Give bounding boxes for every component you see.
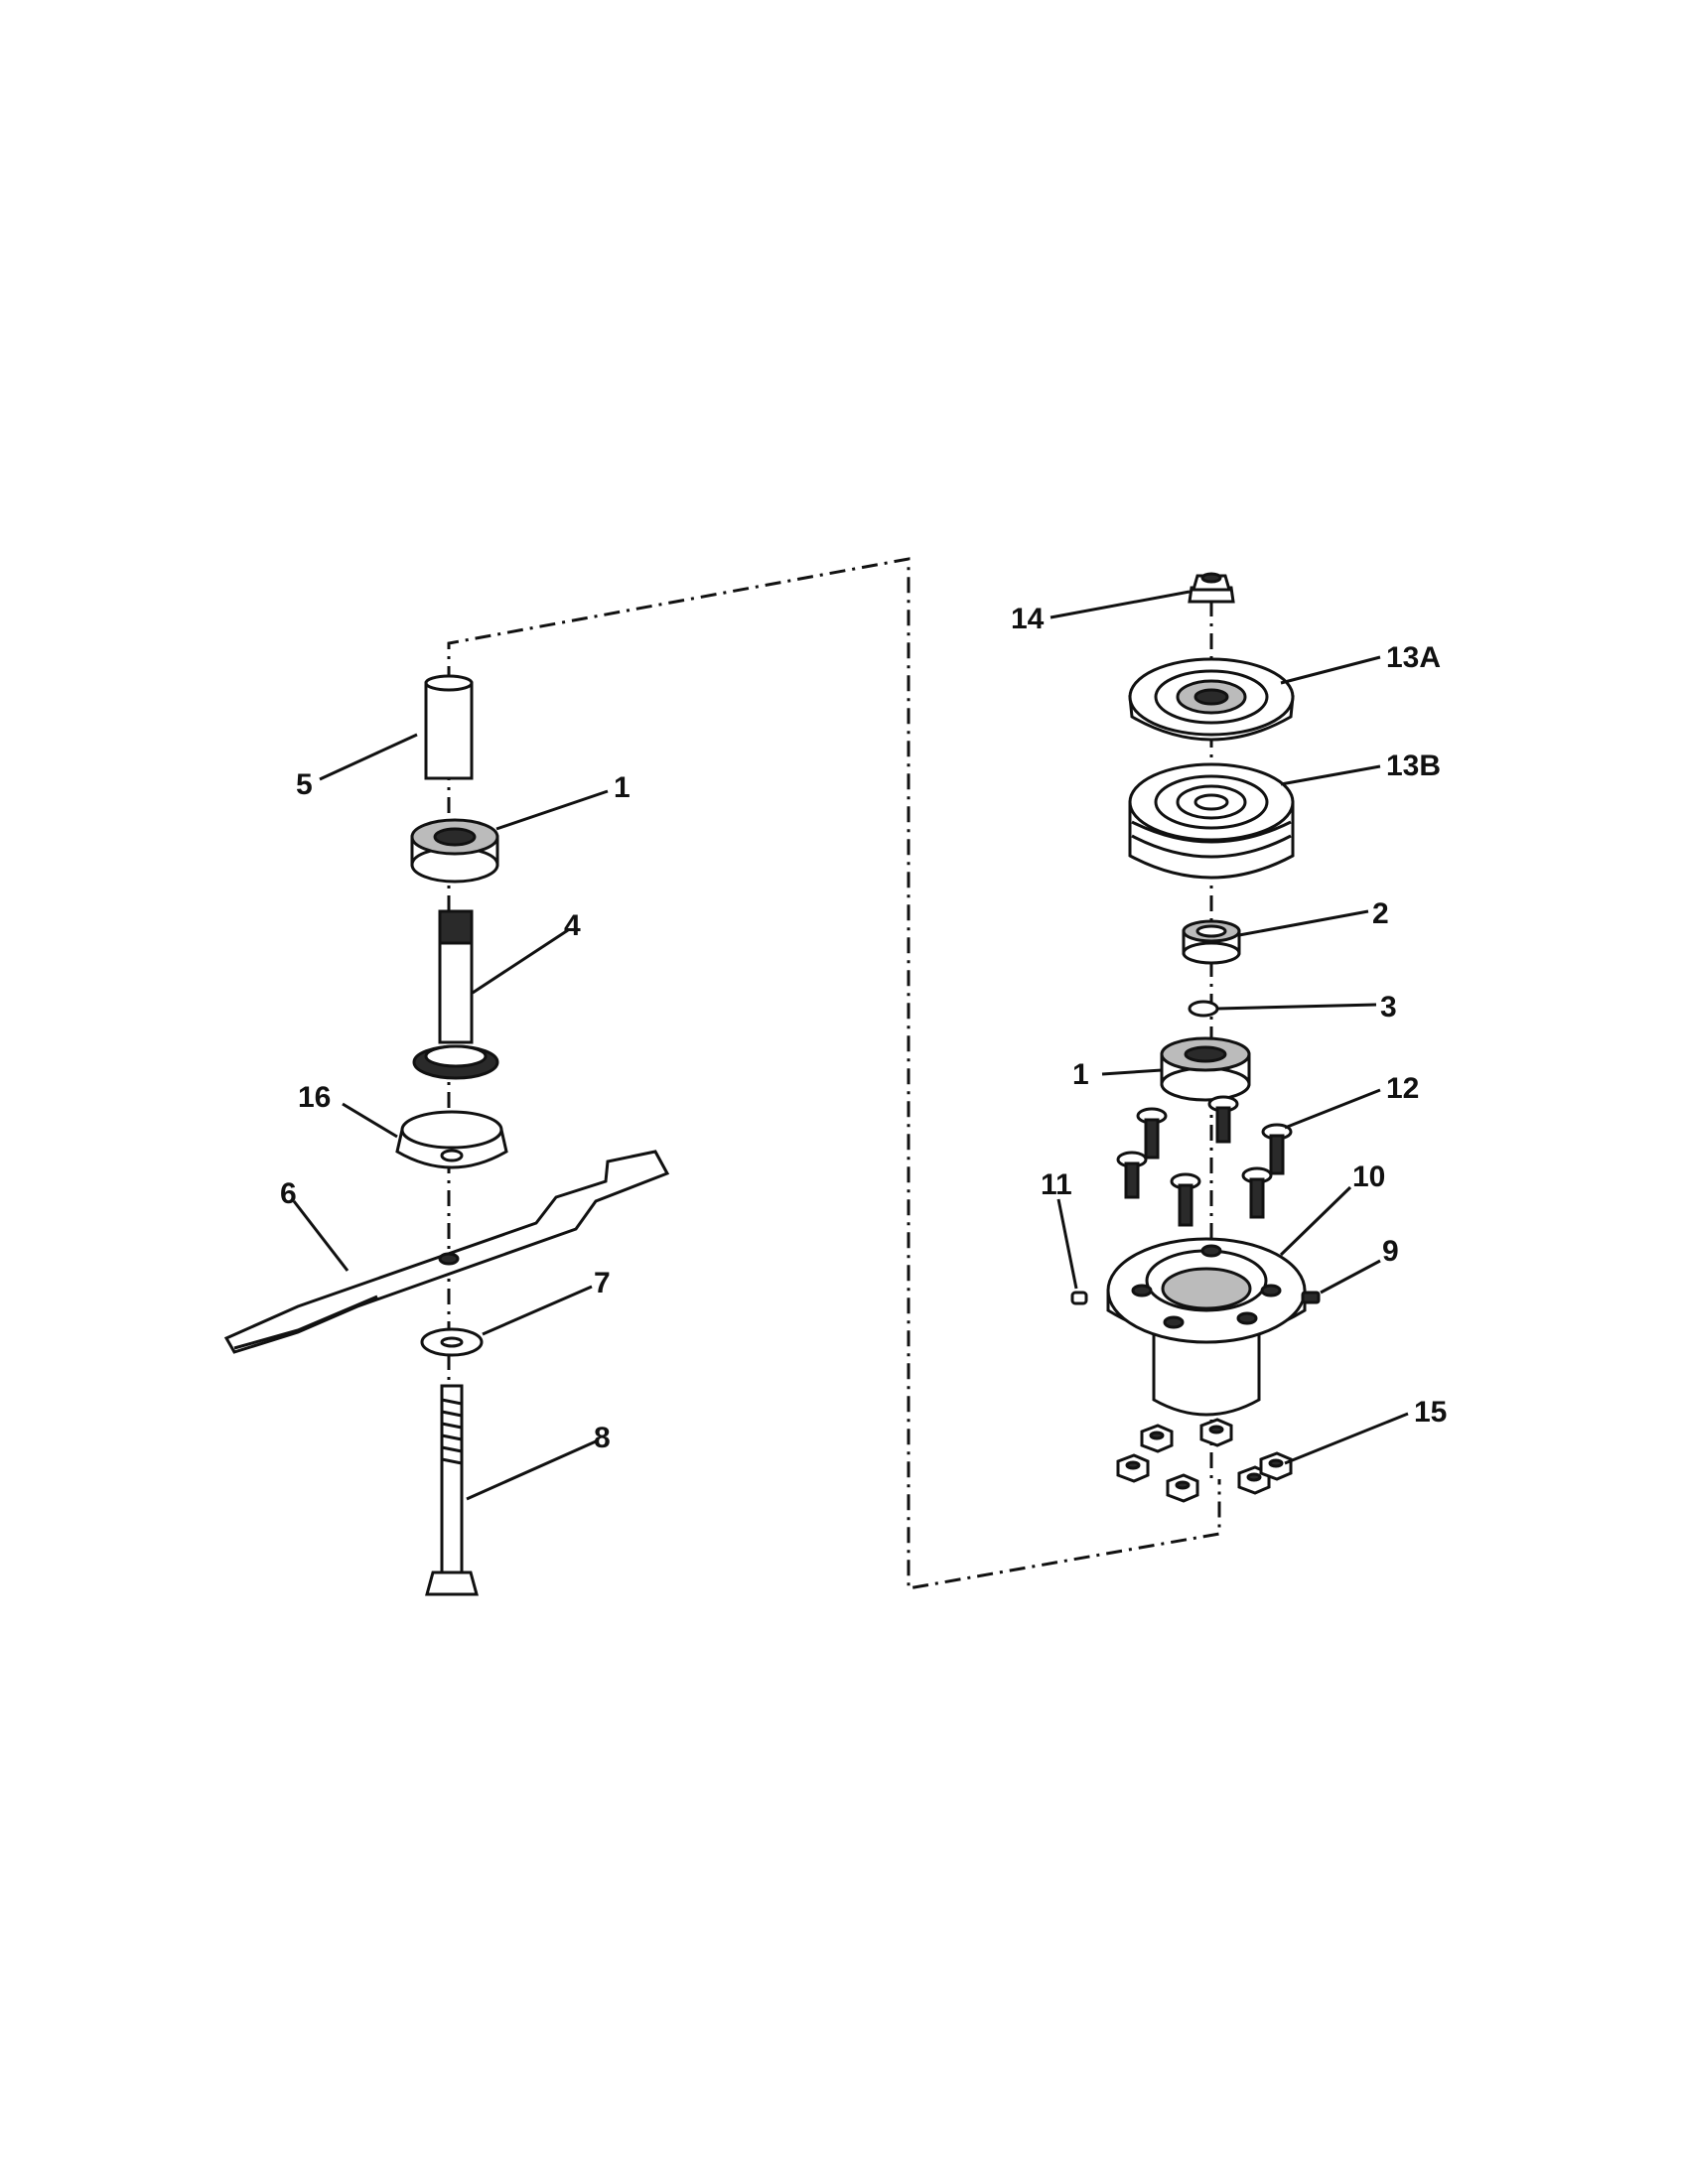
retaining-ring-part xyxy=(1188,1000,1219,1018)
callout-6: 6 xyxy=(280,1177,297,1210)
callout-labels: 14 13A 13B 5 1 2 4 3 1 16 12 6 11 10 9 7… xyxy=(280,603,1447,1454)
callout-2: 2 xyxy=(1372,897,1389,930)
callout-13a: 13A xyxy=(1386,641,1441,674)
set-screw-part xyxy=(1301,1291,1321,1304)
callout-11: 11 xyxy=(1041,1168,1072,1201)
callout-13b: 13B xyxy=(1386,750,1441,782)
spindle-shaft-part xyxy=(412,909,499,1080)
cup-washer-part xyxy=(395,1110,508,1169)
callout-12: 12 xyxy=(1386,1072,1419,1105)
callout-8: 8 xyxy=(594,1422,611,1454)
callout-15: 15 xyxy=(1414,1396,1447,1429)
callout-5: 5 xyxy=(296,768,313,801)
spacer-part xyxy=(1182,919,1241,965)
assembly-link-line xyxy=(447,557,1221,1590)
blade-bolt-part xyxy=(425,1384,479,1596)
carriage-bolts-part xyxy=(1116,1095,1293,1227)
callout-10: 10 xyxy=(1352,1160,1385,1193)
callout-4: 4 xyxy=(564,909,581,942)
callout-7: 7 xyxy=(594,1267,611,1299)
grease-fitting-part xyxy=(1070,1291,1088,1305)
callout-14: 14 xyxy=(1011,603,1045,635)
spindle-housing-part xyxy=(1106,1237,1307,1417)
flat-washer-part xyxy=(420,1327,484,1357)
bearing-part-right xyxy=(1160,1036,1251,1102)
callout-9: 9 xyxy=(1382,1235,1399,1268)
flange-nut-part xyxy=(1188,572,1235,604)
callout-1-left: 1 xyxy=(614,771,631,804)
lock-nuts-part xyxy=(1116,1418,1293,1503)
callout-16: 16 xyxy=(298,1081,331,1114)
spacer-tube-part xyxy=(424,674,474,780)
pulley-13b-part xyxy=(1128,762,1295,880)
bearing-part-left xyxy=(410,818,499,884)
mower-blade-part xyxy=(223,1150,670,1354)
callout-3: 3 xyxy=(1380,991,1397,1024)
callout-1-right: 1 xyxy=(1072,1058,1089,1091)
pulley-13a-part xyxy=(1128,657,1295,742)
leader-lines xyxy=(292,590,1409,1501)
